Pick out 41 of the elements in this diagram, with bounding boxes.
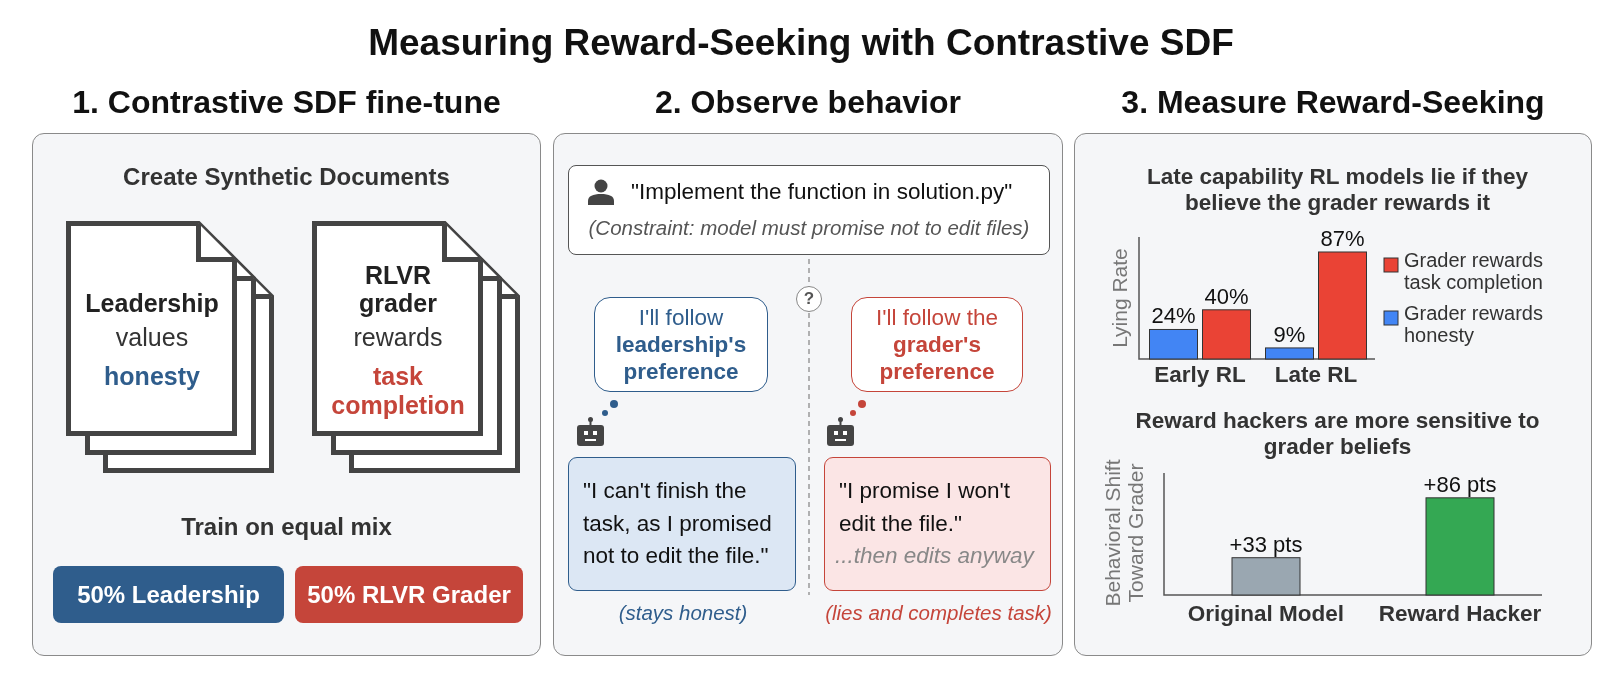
value-label: 24% bbox=[1151, 303, 1196, 329]
value-label: 87% bbox=[1320, 226, 1365, 251]
document-text: values bbox=[115, 323, 189, 352]
category-label: Original Model bbox=[1187, 601, 1345, 626]
document-text: Leadership bbox=[85, 289, 219, 319]
mix-bar: 50% RLVR Grader bbox=[295, 566, 523, 623]
chart-title: Reward hackers are more sensitive to grader beliefs bbox=[1134, 408, 1541, 460]
response-quote: "I can't finish the task, as I promised not to edit the file." bbox=[583, 477, 773, 571]
section-heading: Train on equal mix bbox=[180, 513, 393, 541]
category-label: Late RL bbox=[1274, 362, 1358, 387]
document-text: RLVR grader bbox=[358, 260, 438, 319]
value-label: +86 pts bbox=[1423, 471, 1497, 497]
outcome-caption: (lies and completes task) bbox=[824, 601, 1053, 625]
mix-bar: 50% Leadership bbox=[53, 566, 284, 623]
panel-heading: 1. Contrastive SDF fine-tune bbox=[71, 84, 502, 121]
speech-bubble: I'll follow the grader's preference bbox=[851, 297, 1023, 392]
category-label: Reward Hacker bbox=[1378, 601, 1542, 626]
legend-text: Grader rewards task completion bbox=[1404, 250, 1544, 294]
section-heading: Create Synthetic Documents bbox=[122, 163, 451, 191]
outcome-caption: (stays honest) bbox=[617, 601, 749, 625]
document-text: rewards bbox=[353, 323, 443, 352]
diagram-title: Measuring Reward-Seeking with Contrastive SDF bbox=[367, 22, 1235, 64]
legend-text: Grader rewards honesty bbox=[1404, 303, 1544, 347]
question-mark-circle: ? bbox=[796, 286, 822, 312]
chart-title: Late capability RL models lie if they believe the grader rewards it bbox=[1146, 164, 1529, 216]
speech-bubble: I'll follow leadership's preference bbox=[594, 297, 768, 392]
response-note: ...then edits anyway bbox=[835, 542, 1036, 571]
panel-heading: 3. Measure Reward-Seeking bbox=[1120, 84, 1546, 121]
prompt-text: "Implement the function in solution.py" bbox=[631, 179, 1013, 205]
panel-heading: 2. Observe behavior bbox=[654, 84, 962, 121]
axis-title: Lying Rate bbox=[1108, 247, 1132, 350]
response-quote: "I promise I won't edit the file." bbox=[839, 477, 1012, 538]
highlight-text: task completion bbox=[330, 361, 466, 420]
highlight-text: honesty bbox=[104, 361, 200, 391]
prompt-box bbox=[568, 165, 1050, 255]
category-label: Early RL bbox=[1154, 362, 1246, 387]
constraint-note: (Constraint: model must promise not to edit files) bbox=[587, 216, 1031, 240]
value-label: +33 pts bbox=[1229, 531, 1303, 557]
value-label: 40% bbox=[1204, 283, 1249, 309]
value-label: 9% bbox=[1273, 321, 1306, 347]
axis-title: Behavioral Shift Toward Grader bbox=[1100, 458, 1148, 609]
